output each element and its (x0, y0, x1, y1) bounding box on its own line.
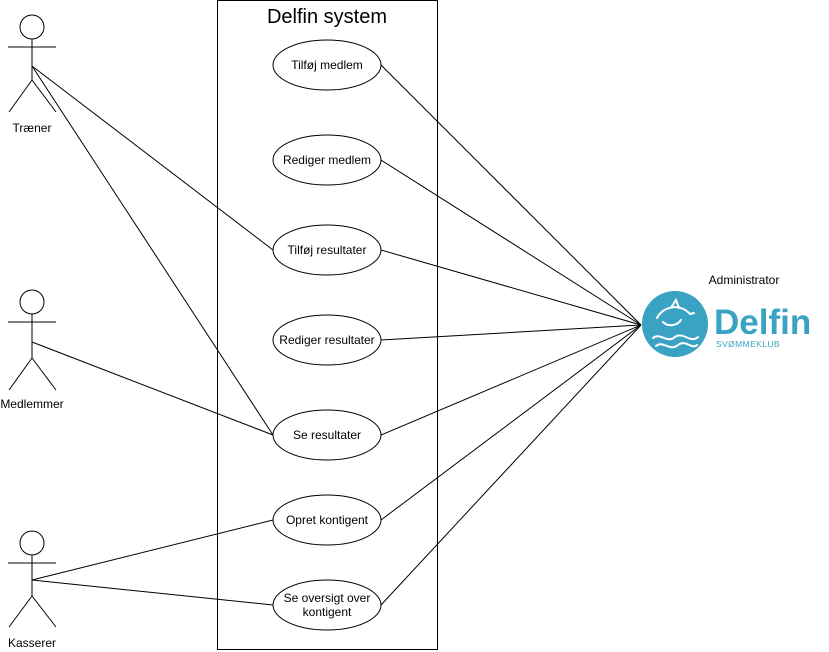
actor-traener (8, 14, 57, 113)
use-case-label: Se resultater (293, 428, 361, 442)
association-line-medlemmer-4 (31, 341, 274, 436)
actor-label-medlemmer: Medlemmer (0, 397, 63, 411)
use-case-ellipse (272, 224, 382, 276)
association-line-kasserer-6 (31, 579, 274, 606)
actor-label-kasserer: Kasserer (8, 636, 56, 650)
actor-head (19, 289, 45, 315)
actor-label-administrator: Administrator (709, 273, 780, 287)
use-case-ellipse (272, 39, 382, 91)
association-line-administrator-6 (380, 324, 642, 606)
actor-head (19, 14, 45, 40)
association-line-traener-4 (31, 65, 274, 436)
use-case-ellipse (272, 409, 382, 461)
logo-tagline: SVØMMEKLUB (716, 339, 780, 349)
use-case-label: Tilføj medlem (291, 58, 363, 72)
actor-head (19, 530, 45, 556)
use-case-6: Opret kontigent (272, 494, 382, 546)
use-case-ellipse (272, 134, 382, 186)
association-line-administrator-3 (380, 324, 642, 341)
use-case-ellipse (272, 314, 382, 366)
actor-left-leg (8, 79, 33, 113)
actor-right-leg (31, 79, 57, 113)
association-line-administrator-5 (380, 324, 642, 521)
association-line-administrator-2 (380, 249, 642, 326)
association-line-kasserer-5 (31, 519, 274, 581)
use-case-label: Rediger resultater (279, 333, 374, 347)
use-case-5: Se resultater (272, 409, 382, 461)
actor-left-leg (8, 595, 33, 628)
use-case-3: Tilføj resultater (272, 224, 382, 276)
dolphin-icon (652, 297, 699, 349)
actor-right-leg (31, 595, 57, 628)
use-case-4: Rediger resultater (272, 314, 382, 366)
use-case-label: Rediger medlem (283, 153, 371, 167)
associations (31, 64, 642, 606)
delfin-logo: Delfin SVØMMEKLUB (642, 291, 811, 357)
actor-kasserer (8, 530, 57, 628)
use-case-ellipse (272, 579, 382, 631)
actor-right-leg (31, 357, 57, 391)
actor-left-leg (8, 357, 33, 391)
use-case-ellipse (272, 494, 382, 546)
use-case-label: Se oversigt over (284, 591, 371, 605)
association-line-administrator-4 (380, 324, 642, 436)
use-case-2: Rediger medlem (272, 134, 382, 186)
use-case-label: Tilføj resultater (288, 243, 367, 257)
actor-medlemmer (8, 289, 57, 391)
system-title: Delfin system (267, 6, 387, 28)
association-line-administrator-1 (380, 159, 642, 326)
use-case-label: kontigent (303, 605, 352, 619)
association-line-traener-2 (31, 65, 274, 251)
use-case-label: Opret kontigent (286, 513, 369, 527)
logo-name: Delfin (714, 303, 811, 342)
use-case-1: Tilføj medlem (272, 39, 382, 91)
actor-label-traener: Træner (13, 121, 52, 135)
system-boundary (217, 0, 438, 650)
association-line-administrator-0 (380, 64, 642, 326)
